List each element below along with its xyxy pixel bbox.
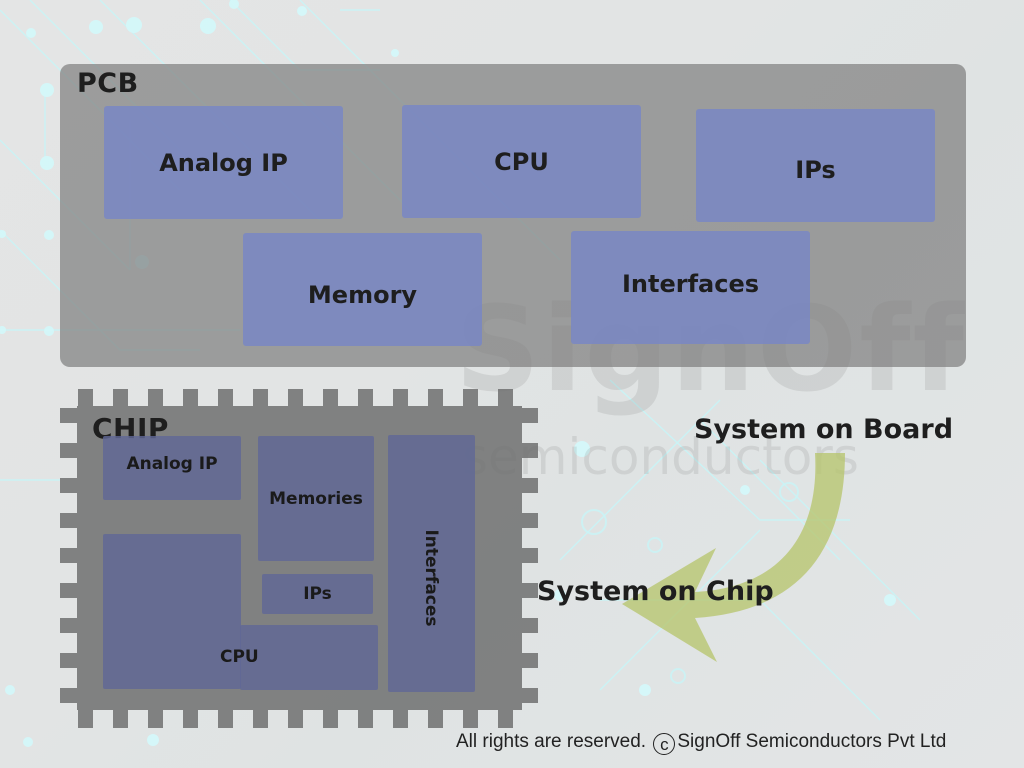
chip-pin-left (60, 548, 77, 563)
chip-pin-right (522, 583, 538, 598)
chip-pin-left (60, 408, 77, 423)
chip-pin-left (60, 443, 77, 458)
chip-pin-left (60, 618, 77, 633)
chip-pin-bottom (428, 710, 443, 728)
chip-pin-top (498, 389, 513, 406)
chip-block-ips: IPs (262, 574, 373, 614)
chip-pin-top (113, 389, 128, 406)
chip-pin-bottom (463, 710, 478, 728)
pcb-block-interfaces: Interfaces (571, 231, 810, 344)
chip-pin-left (60, 583, 77, 598)
chip-pin-top (183, 389, 198, 406)
chip-pin-top (323, 389, 338, 406)
chip-block-cpu-left (103, 534, 241, 689)
chip-block-interfaces (388, 435, 475, 692)
chip-pin-bottom (78, 710, 93, 728)
pcb-block-memory: Memory (243, 233, 482, 346)
chip-pin-bottom (113, 710, 128, 728)
chip-pin-top (288, 389, 303, 406)
chip-pin-left (60, 653, 77, 668)
chip-pin-bottom (288, 710, 303, 728)
chip-pin-top (148, 389, 163, 406)
chip-pin-bottom (498, 710, 513, 728)
system-on-board-label: System on Board (694, 414, 954, 445)
chip-pin-top (393, 389, 408, 406)
pcb-block-cpu: CPU (402, 105, 641, 218)
pcb-block-ips: IPs (696, 109, 935, 222)
chip-pin-bottom (323, 710, 338, 728)
chip-pin-top (428, 389, 443, 406)
chip-pin-top (358, 389, 373, 406)
chip-pin-top (463, 389, 478, 406)
chip-pin-left (60, 688, 77, 703)
chip-pin-right (522, 513, 538, 528)
chip-pin-bottom (393, 710, 408, 728)
chip-pin-right (522, 443, 538, 458)
chip-block-cpu-label: CPU (220, 647, 259, 667)
footer-company: SignOff Semiconductors Pvt Ltd (677, 731, 947, 752)
chip-pin-right (522, 408, 538, 423)
pcb-title: PCB (77, 68, 139, 99)
chip-pin-right (522, 653, 538, 668)
chip-pin-bottom (358, 710, 373, 728)
chip-pin-left (60, 478, 77, 493)
chip-pin-left (60, 513, 77, 528)
chip-block-memories: Memories (258, 436, 374, 561)
copyright-icon: c (653, 733, 676, 755)
system-on-chip-label: System on Chip (537, 576, 774, 607)
chip-pin-right (522, 548, 538, 563)
chip-pin-right (522, 688, 538, 703)
chip-block-analog-ip: Analog IP (103, 436, 241, 500)
chip-pin-top (253, 389, 268, 406)
chip-pin-bottom (148, 710, 163, 728)
footer-rights-text: All rights are reserved. (456, 731, 647, 752)
chip-pin-bottom (183, 710, 198, 728)
chip-block-cpu-right (240, 625, 378, 690)
chip-pin-right (522, 478, 538, 493)
chip-pin-right (522, 618, 538, 633)
chip-pin-top (218, 389, 233, 406)
pcb-block-analog-ip: Analog IP (104, 106, 343, 219)
chip-pin-bottom (218, 710, 233, 728)
chip-pin-top (78, 389, 93, 406)
chip-pin-bottom (253, 710, 268, 728)
